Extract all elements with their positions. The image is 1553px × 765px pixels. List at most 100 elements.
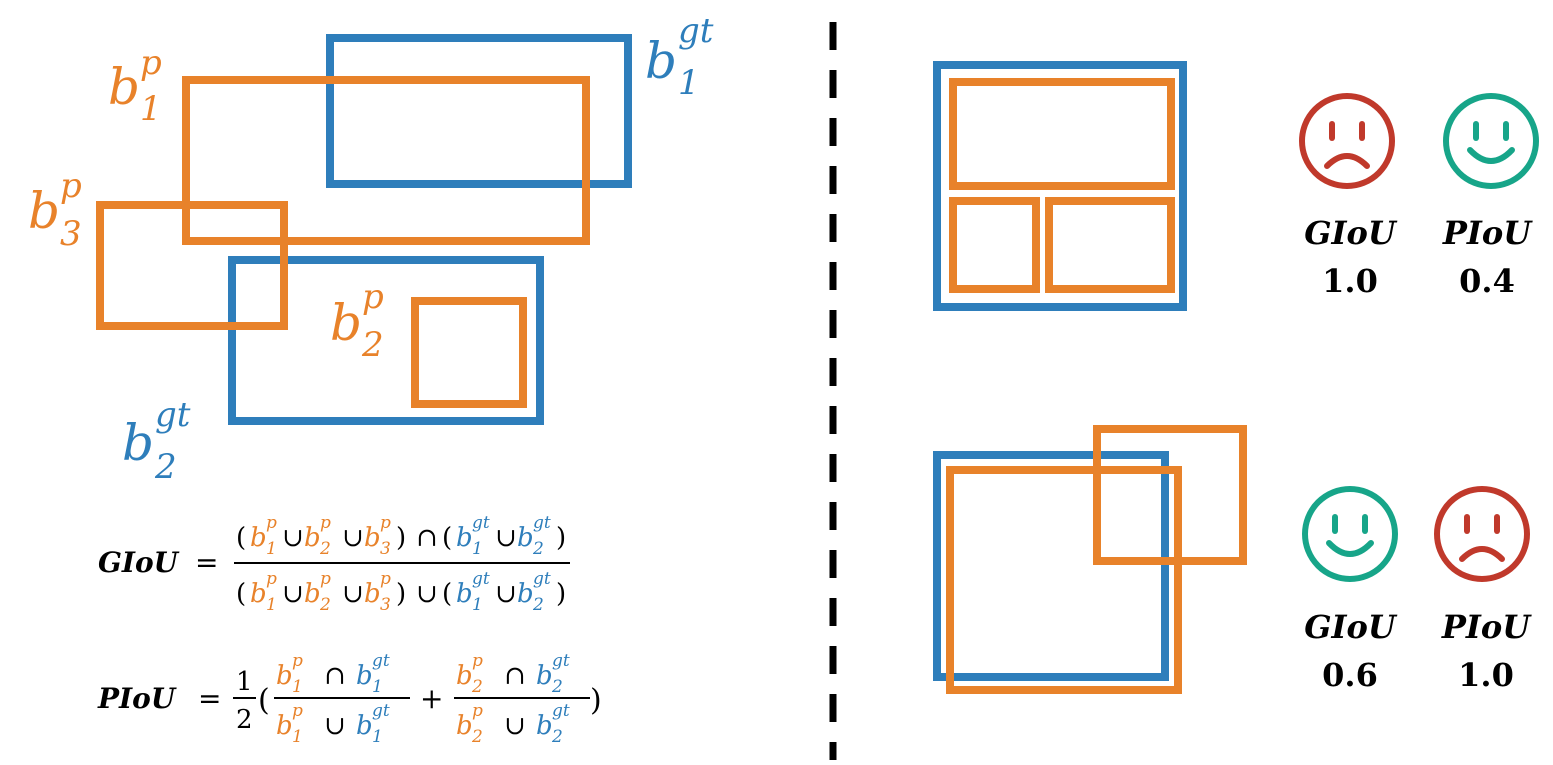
svg-text:): ) [556, 579, 566, 609]
left-boxes [96, 34, 632, 425]
svg-text:p: p [320, 513, 331, 533]
top-metric2-value: 0.4 [1459, 262, 1515, 300]
svg-text:1: 1 [292, 677, 303, 697]
svg-text:p: p [60, 166, 82, 206]
svg-text:gt: gt [552, 701, 570, 721]
svg-text:3: 3 [380, 539, 391, 559]
svg-text:p: p [472, 651, 483, 671]
svg-text:(: ( [258, 683, 270, 718]
bottom-gt-box [933, 451, 1169, 681]
bottom-pred-box-2 [1093, 425, 1247, 565]
svg-text:∪: ∪ [495, 579, 517, 609]
top-case-boxes [933, 61, 1187, 311]
svg-text:b: b [276, 711, 293, 741]
svg-text:gt: gt [533, 569, 551, 589]
svg-text:∩: ∩ [324, 661, 346, 691]
svg-text:∪: ∪ [324, 711, 346, 741]
bottom-metric1-name: GIoU [1304, 608, 1398, 646]
top-pred-box-3 [1045, 197, 1175, 293]
top-metric1-value: 1.0 [1322, 262, 1378, 300]
svg-text:b: b [456, 661, 473, 691]
svg-text:∩: ∩ [416, 523, 438, 553]
bottom-metric2-value: 1.0 [1458, 656, 1514, 694]
giou-numerator: ( b p 1 ∪ b p 2 ∪ b p 3 ) ∩ ( b gt 1 ∪ b… [236, 513, 566, 559]
sad-face-icon [1299, 93, 1395, 189]
svg-text:): ) [590, 683, 602, 718]
svg-text:1: 1 [292, 727, 303, 747]
svg-text:2: 2 [551, 677, 563, 697]
svg-text:1: 1 [372, 677, 383, 697]
svg-text:∪: ∪ [282, 579, 304, 609]
svg-text:1: 1 [140, 89, 162, 129]
svg-text:2: 2 [532, 595, 544, 615]
svg-text:∪: ∪ [342, 579, 364, 609]
box-b1-gt [326, 34, 632, 188]
svg-text:p: p [320, 569, 331, 589]
svg-text:∪: ∪ [282, 523, 304, 553]
svg-text:+: + [420, 682, 443, 715]
svg-text:p: p [266, 513, 277, 533]
svg-text:p: p [292, 651, 303, 671]
svg-text:b: b [28, 182, 60, 240]
label-b2p: b p 2 [330, 277, 384, 365]
svg-text:p: p [380, 513, 391, 533]
svg-text:2: 2 [319, 595, 331, 615]
svg-text:p: p [140, 43, 162, 83]
svg-text:PIoU: PIoU [97, 682, 177, 715]
top-gt-box [933, 61, 1187, 311]
box-b1-p [182, 76, 590, 245]
svg-text:2: 2 [319, 539, 331, 559]
box-b2-p [411, 297, 527, 408]
svg-text:2: 2 [471, 677, 483, 697]
svg-text:b: b [276, 661, 293, 691]
svg-text:1: 1 [472, 595, 483, 615]
label-b1p: b p 1 [108, 43, 162, 129]
svg-text:1: 1 [236, 667, 253, 697]
bottom-pred-box-1 [946, 466, 1182, 694]
svg-text:1: 1 [472, 539, 483, 559]
label-b2gt: b gt 2 [122, 395, 191, 487]
svg-text:b: b [356, 661, 373, 691]
svg-text:b: b [364, 579, 381, 609]
svg-text:gt: gt [155, 395, 191, 435]
svg-text:b: b [517, 579, 534, 609]
svg-text:b: b [536, 711, 553, 741]
svg-text:b: b [517, 523, 534, 553]
svg-text:b: b [456, 579, 473, 609]
svg-text:p: p [266, 569, 277, 589]
svg-text:=: = [195, 546, 218, 579]
svg-text:b: b [356, 711, 373, 741]
svg-text:2: 2 [154, 447, 177, 487]
svg-text:3: 3 [380, 595, 391, 615]
svg-text:∩: ∩ [504, 661, 526, 691]
svg-text:∪: ∪ [416, 579, 438, 609]
svg-text:(: ( [442, 579, 452, 609]
svg-text:gt: gt [678, 11, 714, 51]
svg-text:b: b [250, 523, 267, 553]
piou-frac1: b p 1 ∩ b gt 1 b p 1 ∪ b gt 1 [274, 651, 410, 747]
svg-text:gt: gt [372, 701, 390, 721]
box-b2-gt [228, 256, 544, 425]
top-metric2-name: PIoU [1442, 214, 1533, 252]
svg-text:b: b [304, 523, 321, 553]
svg-text:gt: gt [472, 569, 490, 589]
svg-text:p: p [292, 701, 303, 721]
piou-equation: PIoU = 1 2 ( b p 1 ∩ b gt 1 b p 1 ∪ b gt… [97, 651, 602, 747]
svg-text:b: b [536, 661, 553, 691]
svg-text:b: b [456, 711, 473, 741]
svg-text:p: p [362, 277, 384, 317]
svg-text:2: 2 [551, 727, 563, 747]
top-metric1-name: GIoU [1304, 214, 1398, 252]
svg-text:b: b [108, 58, 140, 116]
svg-text:): ) [396, 579, 406, 609]
top-pred-box-2 [949, 197, 1040, 293]
svg-text:2: 2 [361, 325, 384, 365]
giou-equation: GIoU = ( b p 1 ∪ b p 2 ∪ b p 3 ) ∩ ( b g… [98, 513, 570, 615]
svg-text:=: = [198, 682, 221, 715]
label-b3p: b p 3 [28, 166, 82, 254]
svg-text:b: b [364, 523, 381, 553]
sad-face-icon [1434, 486, 1530, 582]
svg-text:gt: gt [552, 651, 570, 671]
svg-text:2: 2 [471, 727, 483, 747]
svg-text:2: 2 [236, 705, 253, 735]
